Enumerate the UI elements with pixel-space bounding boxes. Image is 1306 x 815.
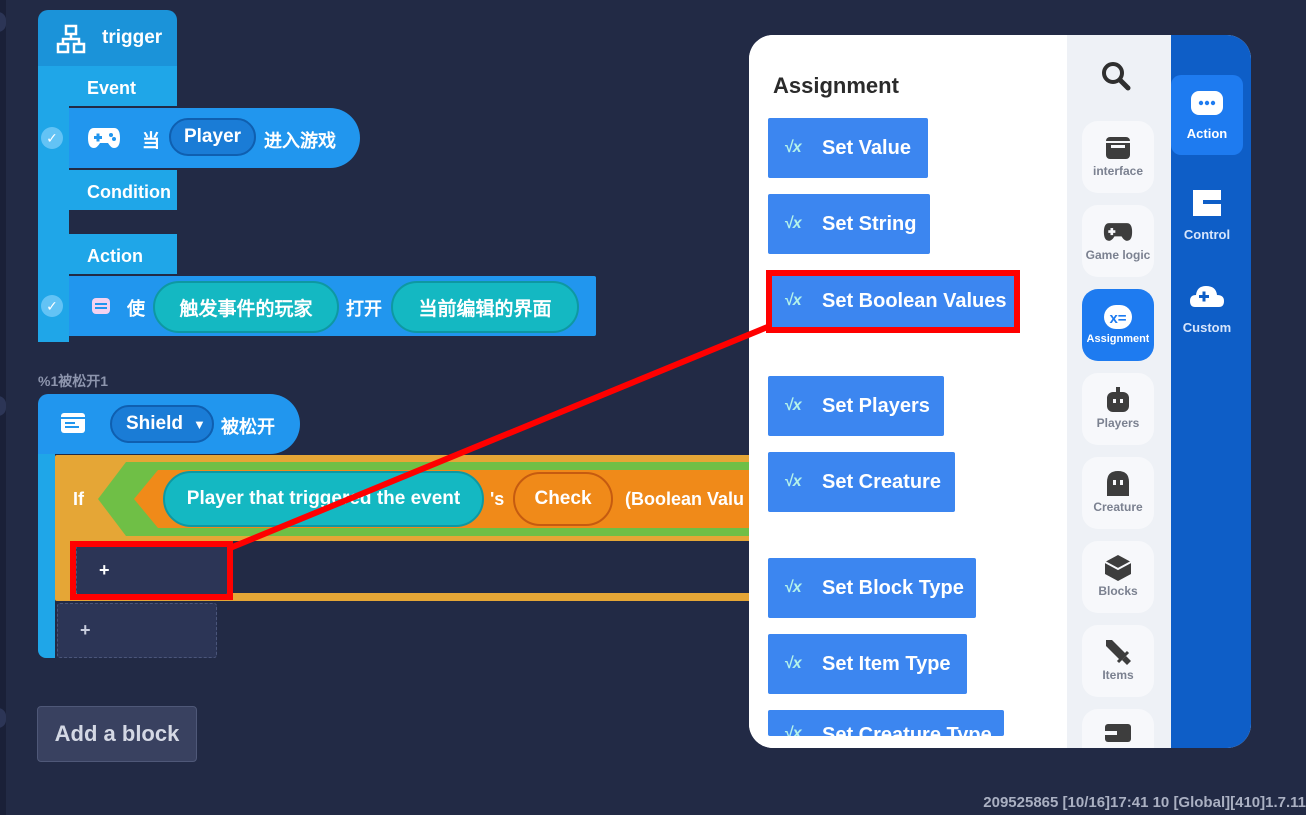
current-interface-pill[interactable]: 当前编辑的界面 <box>391 281 579 333</box>
event-suffix: 进入游戏 <box>264 131 336 151</box>
formula-icon: √x <box>784 215 802 232</box>
tab-action[interactable]: Action <box>1171 75 1243 155</box>
action-icon <box>1189 89 1225 120</box>
tab-custom[interactable]: Custom <box>1171 269 1243 349</box>
formula-icon: √x <box>784 139 802 156</box>
action-middle: 打开 <box>346 299 382 319</box>
boolean-value-text: (Boolean Valu <box>625 489 745 509</box>
highlight-box-target <box>766 270 1020 333</box>
category-blocks[interactable]: Blocks <box>1082 541 1154 613</box>
top-tab-bar: Action Control Custom <box>1171 35 1251 748</box>
action-section <box>38 234 177 274</box>
category-interface[interactable]: interface <box>1082 121 1154 193</box>
formula-icon: √x <box>784 725 802 736</box>
player-icon <box>1103 387 1133 412</box>
inner-add-slot[interactable]: + <box>76 545 228 595</box>
rail-handle[interactable] <box>0 708 6 728</box>
section-title: Assignment <box>773 73 899 98</box>
card-icon <box>1103 721 1133 744</box>
search-icon[interactable] <box>1101 61 1131 96</box>
sword-icon <box>1103 640 1133 665</box>
category-assignment[interactable]: x= Assignment <box>1082 289 1154 361</box>
check-icon[interactable]: ✓ <box>41 127 63 149</box>
formula-icon: √x <box>784 473 802 490</box>
triggering-player-pill[interactable]: 触发事件的玩家 <box>153 281 339 333</box>
check-dropdown[interactable]: Check <box>513 472 613 526</box>
check-icon[interactable]: ✓ <box>41 295 63 317</box>
creature-icon <box>1103 471 1133 496</box>
event-prefix: 当 <box>142 131 160 151</box>
gamepad-icon <box>1103 220 1133 244</box>
player-pill[interactable]: Player <box>169 118 256 156</box>
category-list: interface Game logic x= Assignment Playe… <box>1067 35 1171 748</box>
trigger-header[interactable]: trigger <box>38 10 177 66</box>
category-creature[interactable]: Creature <box>1082 457 1154 529</box>
released-suffix: 被松开 <box>221 417 275 437</box>
shield-released-block[interactable]: Shield ▼ 被松开 <box>38 394 300 454</box>
triggering-player-pill[interactable]: Player that triggered the event <box>163 471 484 527</box>
block-caption: %1被松开1 <box>38 373 109 389</box>
keyboard-icon <box>60 412 86 439</box>
gamepad-icon <box>87 126 121 155</box>
rail-handle[interactable] <box>0 396 6 416</box>
condition-section <box>38 170 177 210</box>
category-players[interactable]: Players <box>1082 373 1154 445</box>
if-label: If <box>73 489 84 509</box>
tab-control[interactable]: Control <box>1171 175 1243 255</box>
hierarchy-icon <box>56 24 86 59</box>
shield-dropdown[interactable]: Shield ▼ <box>110 405 214 443</box>
action-prefix: 使 <box>127 299 145 319</box>
action-row[interactable]: ✓ 使 触发事件的玩家 打开 当前编辑的界面 <box>41 276 596 336</box>
custom-icon <box>1189 283 1225 314</box>
add-block-button[interactable]: Add a block <box>37 706 197 762</box>
caret-down-icon: ▼ <box>193 416 206 432</box>
control-icon <box>1189 188 1225 221</box>
event-section <box>38 66 177 106</box>
formula-icon: √x <box>784 655 802 672</box>
category-more[interactable] <box>1082 709 1154 748</box>
trigger-title: trigger <box>102 27 163 48</box>
formula-icon: √x <box>784 397 802 414</box>
condition-label: Condition <box>87 182 171 202</box>
highlight-box-source <box>70 541 233 600</box>
version-info: 209525865 [10/16]17:41 10 [Global][410]1… <box>983 794 1306 811</box>
formula-icon: √x <box>784 292 802 309</box>
category-items[interactable]: Items <box>1082 625 1154 697</box>
svg-text:x=: x= <box>1109 310 1126 327</box>
outer-add-slot[interactable]: + <box>57 603 217 658</box>
assignment-icon: x= <box>1103 305 1133 329</box>
shield-spine <box>38 454 55 658</box>
dropdown-value: Shield <box>126 413 184 434</box>
action-label: Action <box>87 246 143 266</box>
window-icon <box>91 297 111 320</box>
interface-icon <box>1103 136 1133 160</box>
formula-icon: √x <box>784 579 802 596</box>
cube-icon <box>1103 555 1133 581</box>
event-label: Event <box>87 78 137 98</box>
category-game-logic[interactable]: Game logic <box>1082 205 1154 277</box>
rail-handle[interactable] <box>0 12 6 32</box>
event-row[interactable]: ✓ 当 Player 进入游戏 <box>41 108 360 168</box>
possessive-text: 's <box>490 489 505 509</box>
